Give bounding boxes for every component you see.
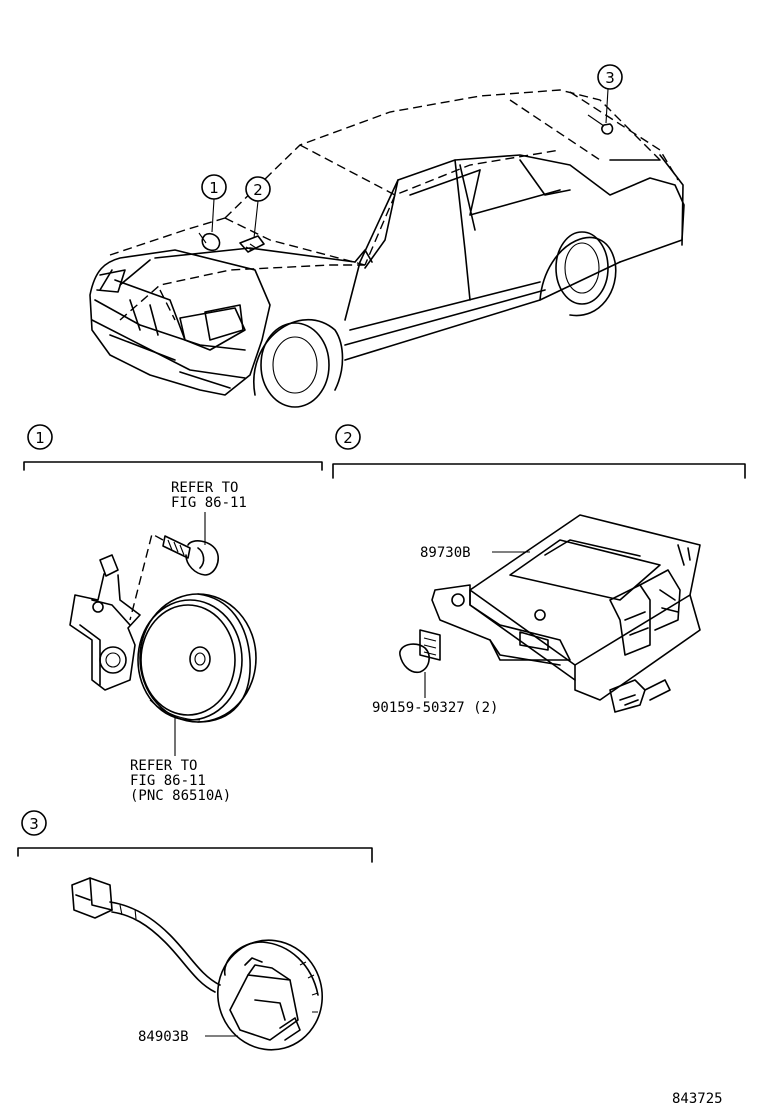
horn-bracket xyxy=(69,554,141,691)
callout-car-2-label: 2 xyxy=(253,181,263,199)
part-90159-50327-label: 90159-50327 (2) xyxy=(372,700,498,716)
part-84903b-label: 84903B xyxy=(138,1029,189,1045)
part-89730b-label: 89730B xyxy=(420,545,471,561)
section-2: 2 89730B xyxy=(332,424,746,716)
refer-bottom-line2: FIG 86-11 xyxy=(130,773,206,789)
refer-bottom-line3: (PNC 86510A) xyxy=(130,788,231,804)
refer-bottom-line1: REFER TO xyxy=(130,758,197,774)
refer-top-line1: REFER TO xyxy=(171,480,238,496)
horn xyxy=(137,593,257,723)
sensor-assembly xyxy=(71,877,324,1051)
section-2-number: 2 xyxy=(343,429,353,447)
section-1-bracket xyxy=(23,461,323,471)
refer-top-line2: FIG 86-11 xyxy=(171,495,247,511)
section-2-bracket xyxy=(332,463,746,479)
car-illustration xyxy=(89,89,685,408)
figure-number: 843725 xyxy=(672,1091,723,1107)
ecu-bolt xyxy=(399,629,441,674)
callout-car-3: 3 xyxy=(597,64,623,124)
horn-bolt xyxy=(162,535,220,576)
callout-car-2: 2 xyxy=(245,176,271,239)
section-1-number: 1 xyxy=(35,429,45,447)
section-3: 3 84903B xyxy=(17,810,373,1051)
callout-car-1-label: 1 xyxy=(209,179,219,197)
ecu-module xyxy=(431,514,701,713)
section-3-bracket xyxy=(17,847,373,863)
callout-car-3-label: 3 xyxy=(605,69,615,87)
section-1: 1 REFER TO FIG 86-11 xyxy=(23,424,323,804)
section-3-number: 3 xyxy=(29,815,39,833)
callout-car-1: 1 xyxy=(201,174,227,233)
